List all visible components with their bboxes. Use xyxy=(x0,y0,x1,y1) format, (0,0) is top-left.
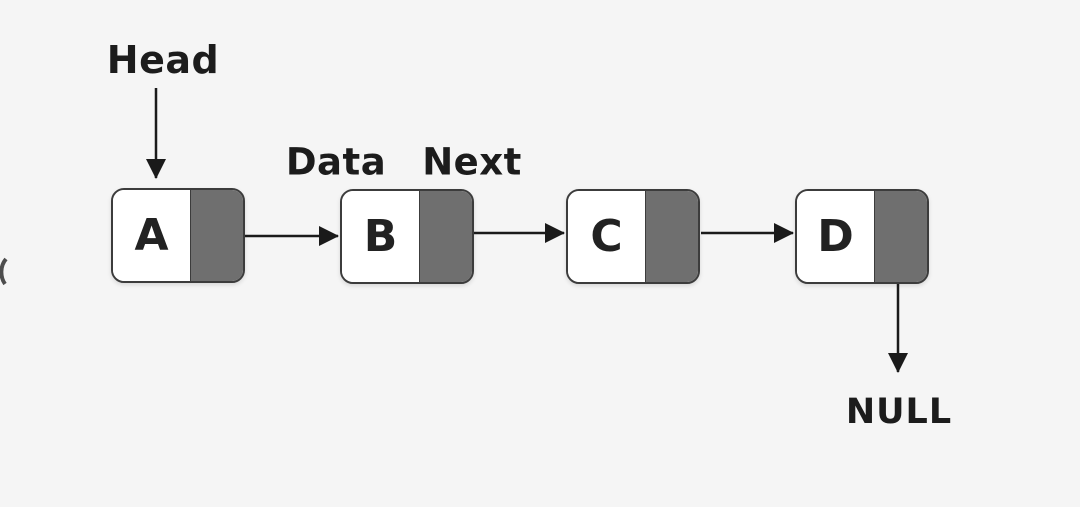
node-a-letter: A xyxy=(134,209,169,261)
list-node-b: B xyxy=(340,189,474,284)
node-c-letter: C xyxy=(590,210,623,262)
node-b-next-cell xyxy=(420,191,472,282)
next-label: Next xyxy=(422,140,522,184)
node-b-letter: B xyxy=(363,210,398,262)
node-c-data-cell: C xyxy=(568,191,646,282)
list-node-c: C xyxy=(566,189,700,284)
node-d-data-cell: D xyxy=(797,191,875,282)
node-c-next-cell xyxy=(646,191,698,282)
null-label: NULL xyxy=(845,392,953,432)
list-node-a: A xyxy=(111,188,245,283)
node-b-data-cell: B xyxy=(342,191,420,282)
left-edge-artifact xyxy=(0,257,8,286)
node-a-data-cell: A xyxy=(113,190,191,281)
node-a-next-cell xyxy=(191,190,243,281)
data-label: Data xyxy=(285,140,387,184)
list-node-d: D xyxy=(795,189,929,284)
node-d-letter: D xyxy=(817,210,854,262)
head-label: Head xyxy=(106,38,220,82)
node-d-next-cell xyxy=(875,191,927,282)
